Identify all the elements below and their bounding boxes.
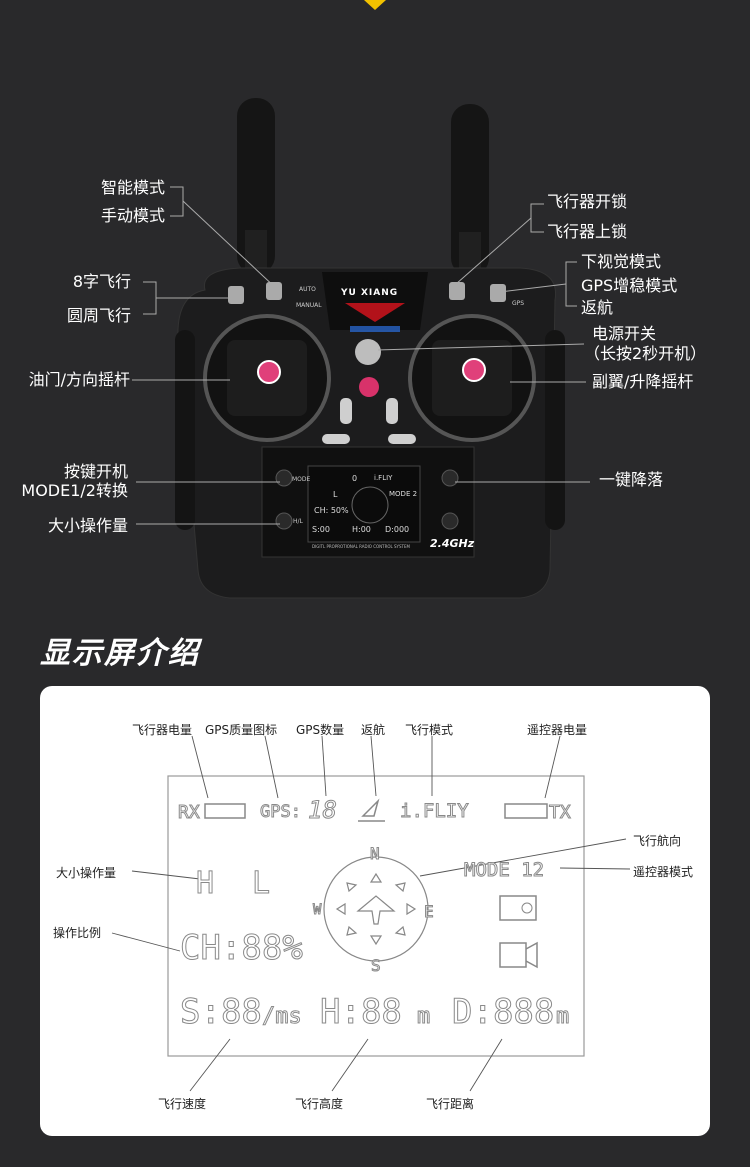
- mini-mode: MODE 2: [389, 490, 418, 498]
- vision-mode-label: 下视觉模式: [581, 252, 662, 271]
- aileron-stick-label: 副翼/升降摇杆: [592, 372, 694, 391]
- remote-illustration: [132, 0, 590, 599]
- footer-text: DIGITL PROPROTIONAL RADIO CONTROL SYSTEM: [312, 544, 410, 549]
- one-key-land-label: 一键降落: [599, 470, 664, 489]
- figure8-label: 8字飞行: [72, 272, 131, 291]
- brand-plate: [322, 272, 428, 330]
- speed-label: 飞行速度: [158, 1097, 207, 1111]
- leader-lines: [111, 735, 631, 1092]
- mini-dist: D:000: [385, 525, 410, 534]
- callout-lines: [132, 186, 590, 525]
- power-hint-label: （长按2秒开机）: [584, 344, 707, 363]
- remote-stage: YU XIANG AUTO MANUAL GPS MODE H/L i.FLIY…: [21, 0, 707, 599]
- hl-button-label: H/L: [293, 518, 303, 525]
- gps-quality-label: GPS质量图标: [205, 723, 278, 737]
- compass-n: N: [370, 844, 381, 864]
- lcd-dist: D:888: [451, 992, 555, 1033]
- tx-battery-icon: [504, 803, 548, 819]
- mode-button-label: MODE: [292, 476, 311, 483]
- auto-label: AUTO: [299, 286, 316, 293]
- unlock-label: 飞行器开锁: [547, 192, 628, 211]
- rth-display-label: 返航: [361, 723, 386, 737]
- gps-count-label: GPS数量: [296, 723, 345, 737]
- mini-lcd: [307, 465, 421, 543]
- mini-iflight: i.FLIY: [374, 474, 393, 482]
- ratio-label: 操作比例: [53, 926, 102, 940]
- lcd-h: H: [195, 866, 215, 902]
- band-label: 2.4GHz: [430, 537, 475, 550]
- rx-battery-icon: [204, 803, 246, 819]
- lcd-height-unit: m: [416, 1004, 431, 1030]
- smart-mode-label: 智能模式: [100, 178, 165, 197]
- brand-logo-text: YU XIANG: [341, 288, 399, 298]
- compass-s: S: [371, 956, 382, 976]
- lcd-l: L: [251, 866, 271, 902]
- lcd-ch: CH:88%: [180, 928, 304, 969]
- gps-switch-label: GPS: [512, 300, 525, 307]
- remote-battery-label: 遥控器电量: [527, 723, 588, 737]
- key-power-label: 按键开机: [63, 462, 128, 481]
- land-center-button: [359, 377, 379, 397]
- compass-icon: [323, 856, 429, 962]
- height-label: 飞行高度: [295, 1097, 344, 1111]
- mini-l: L: [333, 490, 338, 499]
- camera-icon: [499, 895, 537, 921]
- mode-switch-label: MODE1/2转换: [21, 481, 128, 500]
- lcd-tx: TX: [549, 802, 572, 824]
- video-icon: [499, 942, 527, 968]
- throttle-stick-label: 油门/方向摇杆: [28, 370, 130, 389]
- lock-label: 飞行器上锁: [547, 222, 628, 241]
- lcd-speed-unit: /ms: [262, 1004, 303, 1030]
- lcd-height: H:88: [320, 992, 403, 1033]
- rth-icon: [358, 798, 385, 822]
- rate-label: 大小操作量: [47, 516, 128, 535]
- lcd-gps: GPS:: [260, 802, 302, 823]
- power-switch-label: 电源开关: [592, 324, 657, 343]
- lcd-speed: S:88: [180, 992, 263, 1033]
- manual-label: MANUAL: [296, 302, 322, 309]
- rth-label: 返航: [581, 298, 614, 317]
- gps-mode-label: GPS增稳模式: [581, 276, 678, 295]
- compass-e: E: [424, 902, 435, 922]
- left-stick: [257, 360, 281, 384]
- compass-w: W: [312, 902, 322, 919]
- mini-digits: 0: [352, 474, 358, 483]
- right-stick: [462, 358, 486, 382]
- lcd-diagram: [111, 735, 631, 1092]
- section-title: 显示屏介绍: [40, 636, 200, 671]
- rate-display-label: 大小操作量: [56, 866, 117, 880]
- manual-mode-label: 手动模式: [100, 206, 165, 225]
- mini-ch: CH: 50%: [314, 506, 349, 515]
- power-button: [355, 339, 381, 365]
- lcd-iflight: i.FLIY: [400, 800, 470, 823]
- mini-height: H:00: [352, 525, 371, 534]
- lcd-dist-unit: m: [555, 1004, 570, 1030]
- lcd-frame: [167, 775, 585, 1057]
- flight-mode-label: 飞行模式: [405, 723, 454, 737]
- heading-label: 飞行航向: [633, 834, 682, 848]
- lcd-gps-digits: 18: [308, 796, 338, 825]
- remote-mode-label: 遥控器模式: [633, 865, 694, 879]
- distance-label: 飞行距离: [426, 1097, 475, 1111]
- aircraft-battery-label: 飞行器电量: [132, 723, 193, 737]
- lcd-rx: RX: [178, 802, 201, 824]
- top-logo-icon: [364, 0, 386, 10]
- mini-speed: S:00: [312, 525, 330, 534]
- circle-label: 圆周飞行: [66, 306, 131, 325]
- display-panel: RX GPS: 18 i.FLIY TX H L MODE 12 CH:88% …: [40, 686, 710, 1136]
- lcd-mode: MODE 12: [463, 859, 545, 882]
